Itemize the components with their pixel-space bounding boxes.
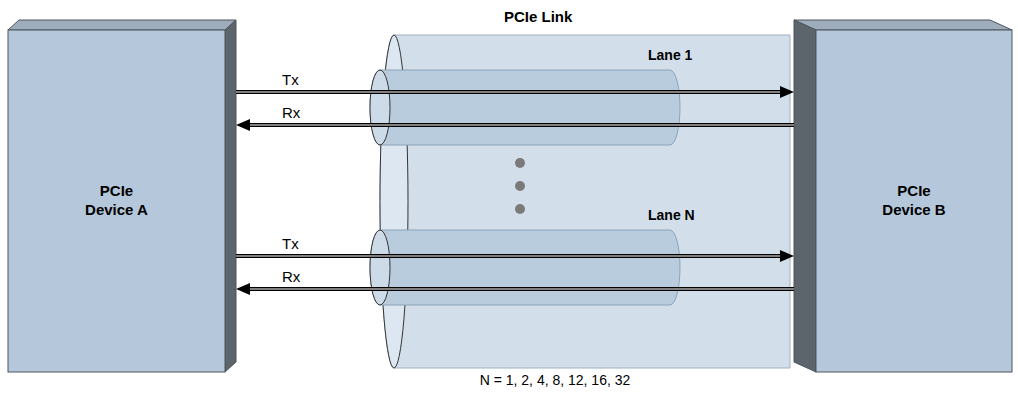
signal-line: [246, 287, 794, 291]
cylinder-body: [370, 230, 680, 305]
link-cylinder: PCIe LinkLane 1Lane N: [380, 35, 790, 368]
cylinder-end: [370, 70, 390, 145]
signal-line-core: [236, 91, 780, 92]
lane-cylinder-outline: [370, 230, 680, 305]
lane-name: Lane N: [648, 207, 695, 223]
lane-count-note: N = 1, 2, 4, 8, 12, 16, 32: [380, 372, 730, 388]
signal-arrow: [236, 92, 784, 93]
box-side-face: [794, 20, 816, 372]
signal-line-core: [236, 255, 780, 256]
device-name: PCIe Device A: [79, 182, 155, 220]
lane-cylinder-outline: [370, 70, 680, 145]
signal-line: [236, 254, 784, 258]
lane-cylinder: Lane 1: [370, 70, 680, 145]
device-box: PCIe Device B: [794, 18, 1012, 374]
signal-line: [236, 90, 784, 94]
signal-name: Rx: [282, 104, 300, 121]
edge-label-holder: Rx: [282, 104, 300, 121]
edge-label-holder: Tx: [282, 71, 299, 88]
edge-label-holder: Tx: [282, 235, 299, 252]
ellipsis-dot: [515, 158, 525, 168]
device-box: PCIe Device A: [8, 18, 236, 374]
signal-line: [246, 123, 794, 127]
signal-line-core: [250, 288, 794, 289]
edge-label-holder: Rx: [282, 268, 300, 285]
signal-arrow: [246, 125, 794, 126]
signal-arrow: [246, 289, 794, 290]
signal-name: Rx: [282, 268, 300, 285]
cylinder-end: [370, 230, 390, 305]
box-front-face: [8, 30, 225, 372]
signal-arrow: [236, 256, 784, 257]
cylinder-body: [370, 70, 680, 145]
box-side-face: [225, 20, 236, 372]
lane-name: Lane 1: [648, 47, 692, 63]
box-top-face: [8, 20, 236, 30]
signal-name: Tx: [282, 235, 299, 252]
box-front-face: [816, 30, 1012, 372]
ellipsis-dot: [515, 181, 525, 191]
box-top-face: [794, 20, 1012, 30]
signal-name: Tx: [282, 71, 299, 88]
signal-line-core: [250, 124, 794, 125]
device-name: PCIe Device B: [876, 182, 952, 220]
lane-cylinder: Lane N: [370, 230, 680, 305]
link-title: PCIe Link: [504, 8, 572, 25]
note-holder: N = 1, 2, 4, 8, 12, 16, 32: [380, 372, 730, 388]
ellipsis-dot: [515, 204, 525, 214]
